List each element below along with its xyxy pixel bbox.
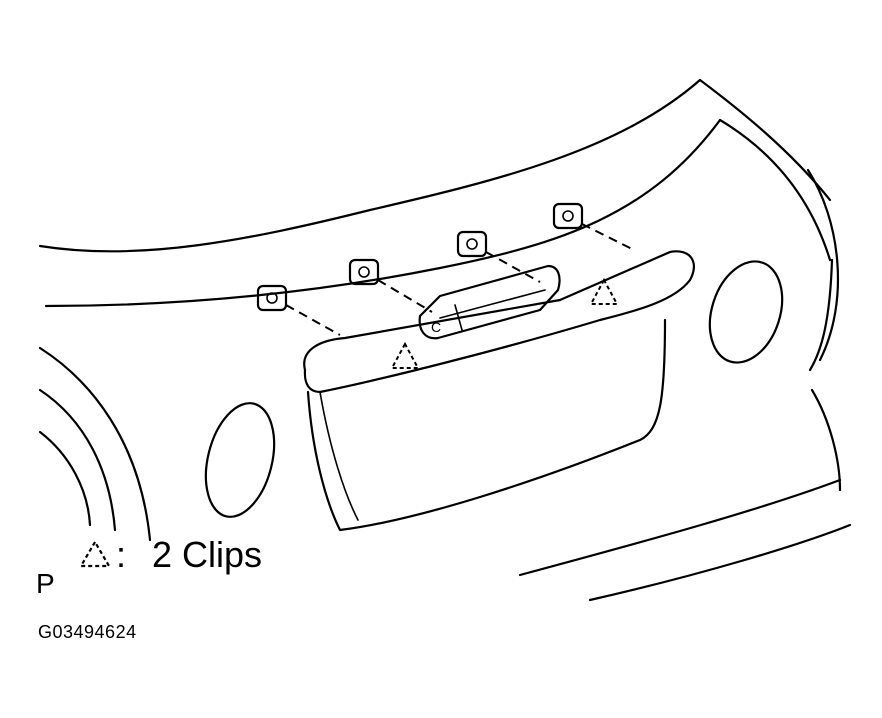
nut-4 [552, 202, 584, 230]
back-door-garnish [303, 250, 696, 532]
installation-lines [285, 223, 635, 336]
triangle-dashed-icon [78, 536, 112, 578]
left-lamp-opening [204, 402, 276, 518]
nut-1 [256, 284, 288, 312]
right-lamp-opening [708, 260, 784, 364]
svg-text:C: C [431, 319, 441, 335]
corner-label: P [36, 568, 55, 599]
vehicle-body-outline [38, 78, 852, 602]
clip-triangle-right [589, 277, 619, 305]
nut-3 [456, 230, 488, 258]
opener-handle: C [418, 264, 561, 340]
figure-id: G03494624 [38, 622, 137, 642]
legend-colon: : [116, 534, 127, 575]
legend: :2 Clips [78, 534, 262, 578]
clip-triangle-left [390, 341, 420, 369]
nut-2 [348, 258, 380, 286]
legend-text: 2 Clips [152, 534, 263, 575]
